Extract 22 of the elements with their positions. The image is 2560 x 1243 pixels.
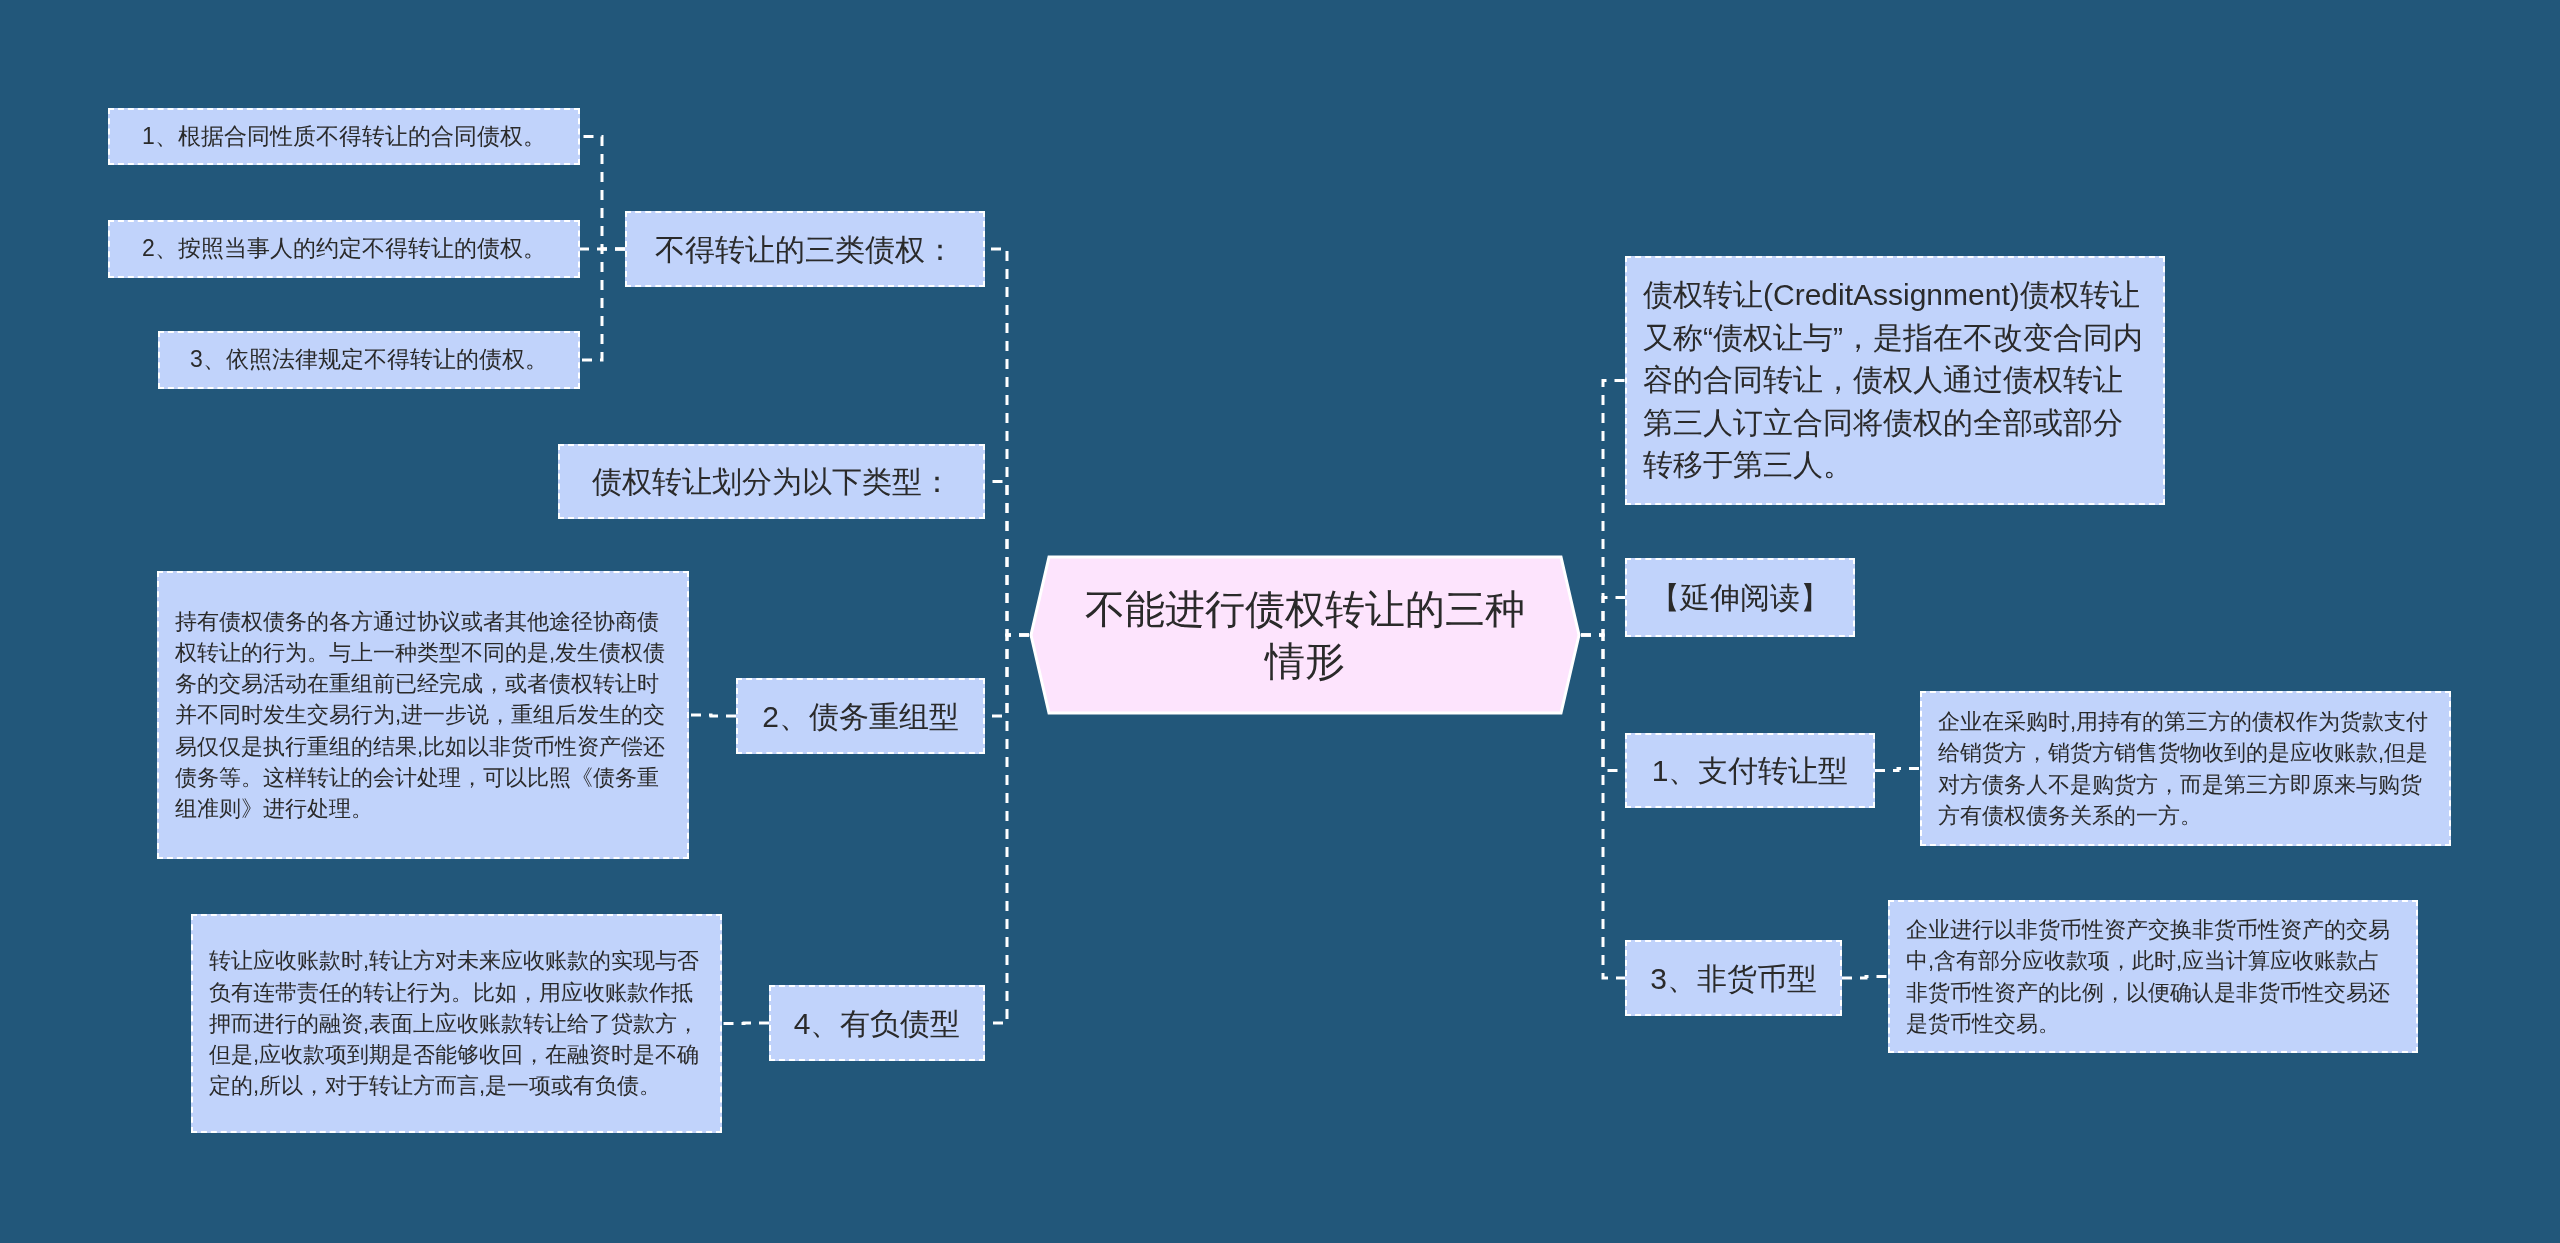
topic-box: 4、有负债型 [769, 985, 985, 1061]
note-box: 企业进行以非货币性资产交换非货币性资产的交易中,含有部分应收款项，此时,应当计算应收账款占非货币性资产的比例，以便确认是非货币性交易还是货币性交易。 [1888, 900, 2418, 1053]
connector-line [1842, 975, 1888, 980]
connector-line [1875, 767, 1920, 772]
topic-box: 3、依照法律规定不得转让的债权。 [158, 331, 580, 389]
topic-box: 2、按照当事人的约定不得转让的债权。 [108, 220, 580, 278]
topic-box: 不得转让的三类债权： [625, 211, 985, 287]
topic-box: 【延伸阅读】 [1625, 558, 1855, 637]
note-box: 债权转让(CreditAssignment)债权转让又称“债权让与”，是指在不改变合同内容的合同转让，债权人通过债权转让第三人订立合同将债权的全部或部分转移于第三人。 [1625, 256, 2165, 505]
note-box: 持有债权债务的各方通过协议或者其他途径协商债权转让的行为。与上一种类型不同的是,发生债权债务的交易活动在重组前已经完成，或者债权转让时并不同时发生交易行为,进一步说，重组后发生的交易仅仅是执行重组的结果,比如以非货币性资产偿还债务等。这样转让的会计处理，可以比照《债务重组准则》进行处理。 [157, 571, 689, 859]
topic-box: 2、债务重组型 [736, 678, 985, 754]
connector-line [580, 247, 625, 362]
note-box: 企业在采购时,用持有的第三方的债权作为货款支付给销货方，销货方销售货物收到的是应收账款,但是对方债务人不是购货方，而是第三方即原来与购货方有债权债务关系的一方。 [1920, 691, 2451, 846]
topic-box: 1、根据合同性质不得转让的合同债权。 [108, 108, 580, 165]
connector-line [1581, 633, 1625, 980]
connector-line [722, 1021, 769, 1025]
topic-box: 1、支付转让型 [1625, 733, 1875, 808]
note-box: 转让应收账款时,转让方对未来应收账款的实现与否负有连带责任的转让行为。比如，用应收账款作抵押而进行的融资,表面上应收账款转让给了贷款方，但是,应收款项到期是否能够收回，在融资时是不确定的,所以，对于转让方而言,是一项或有负债。 [191, 914, 722, 1133]
topic-box: 3、非货币型 [1625, 940, 1842, 1016]
central-topic-hexagon: 不能进行债权转让的三种情形 [1029, 555, 1581, 715]
connector-line [689, 713, 736, 718]
topic-box: 债权转让划分为以下类型： [558, 444, 985, 519]
